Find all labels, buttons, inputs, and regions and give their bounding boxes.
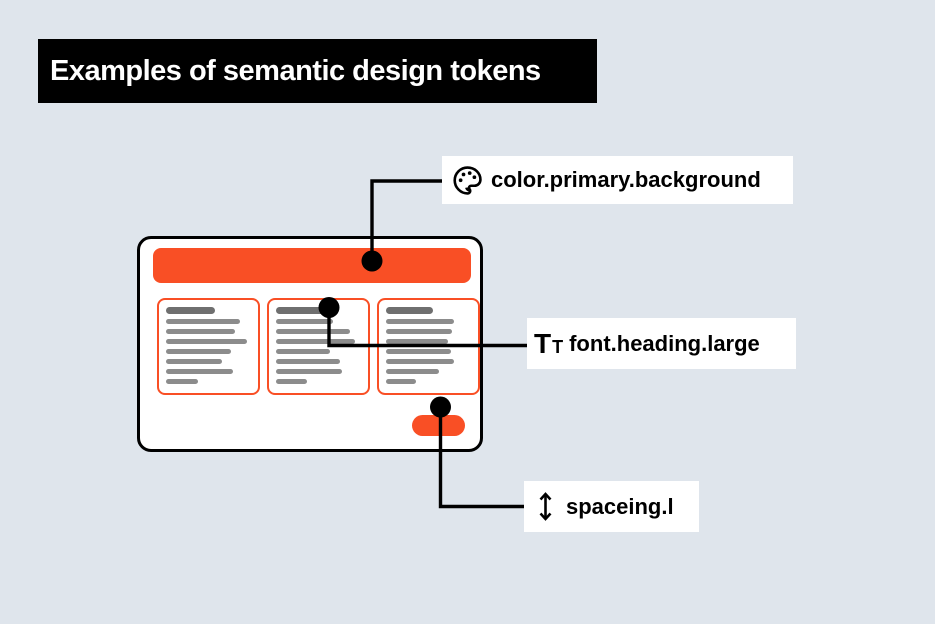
skeleton-text-line xyxy=(166,369,233,374)
mockup-cards-row xyxy=(157,298,480,395)
skeleton-text-line xyxy=(276,319,333,324)
font-size-icon: T T xyxy=(534,327,564,359)
token-label-color: color.primary.background xyxy=(442,156,793,204)
skeleton-text-line xyxy=(386,379,416,384)
mockup-card xyxy=(157,298,260,395)
skeleton-heading xyxy=(276,307,326,314)
skeleton-heading xyxy=(166,307,215,314)
vertical-arrows-icon xyxy=(537,492,554,521)
skeleton-text-line xyxy=(166,339,247,344)
page-mockup xyxy=(137,236,483,452)
mockup-card xyxy=(377,298,480,395)
token-name-color: color.primary.background xyxy=(491,167,761,192)
token-label-font: T T font.heading.large xyxy=(527,318,796,369)
skeleton-text-line xyxy=(386,349,451,354)
title-banner: Examples of semantic design tokens xyxy=(38,39,597,103)
skeleton-text-line xyxy=(276,379,307,384)
skeleton-text-line xyxy=(166,359,222,364)
token-name-font: font.heading.large xyxy=(569,330,760,356)
token-name-spacing: spaceing.l xyxy=(566,493,674,519)
page-title: Examples of semantic design tokens xyxy=(50,54,541,87)
skeleton-text-line xyxy=(166,379,198,384)
skeleton-text-line xyxy=(166,349,231,354)
skeleton-text-line xyxy=(166,329,235,334)
skeleton-text-line xyxy=(166,319,240,324)
palette-icon xyxy=(451,164,484,197)
skeleton-text-line xyxy=(276,359,340,364)
skeleton-text-line xyxy=(276,349,330,354)
mockup-card xyxy=(267,298,370,395)
mockup-button-pill xyxy=(412,415,465,436)
skeleton-text-line xyxy=(276,369,342,374)
skeleton-text-line xyxy=(386,359,454,364)
skeleton-text-line xyxy=(276,339,355,344)
skeleton-heading xyxy=(386,307,433,314)
mockup-header-bar xyxy=(153,248,471,283)
skeleton-text-line xyxy=(386,319,454,324)
skeleton-text-line xyxy=(386,339,448,344)
skeleton-text-line xyxy=(386,369,439,374)
skeleton-text-line xyxy=(386,329,452,334)
token-label-spacing: spaceing.l xyxy=(524,481,699,532)
skeleton-text-line xyxy=(276,329,350,334)
